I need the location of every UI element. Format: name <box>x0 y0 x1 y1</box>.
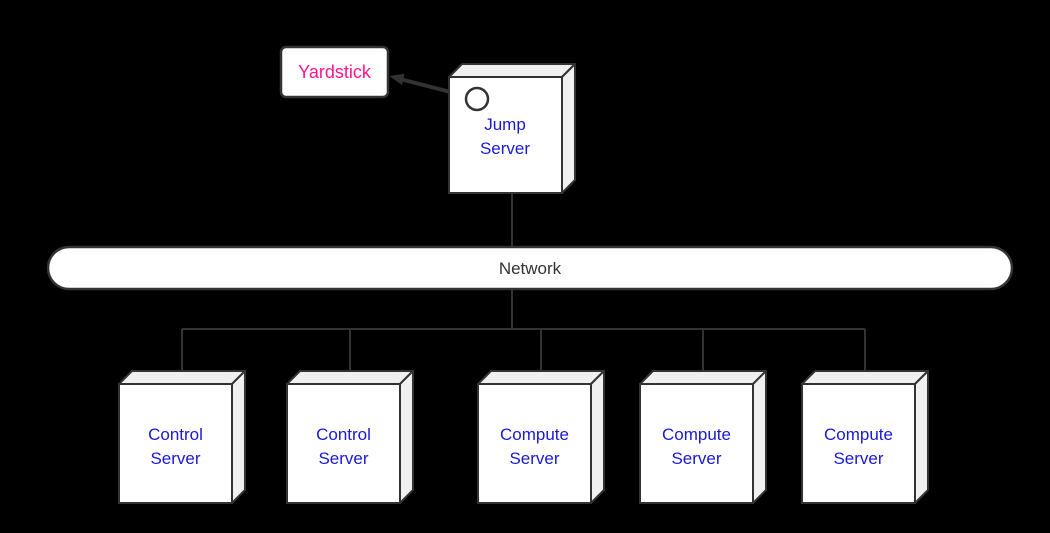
jump-server-node: Jump Server <box>448 63 576 194</box>
server-front-face <box>639 383 754 504</box>
server-label-line2: Server <box>671 449 721 468</box>
server-right-face <box>399 370 414 504</box>
yardstick-node: Yardstick <box>279 45 390 99</box>
server-label-line1: Compute <box>500 425 569 444</box>
server-right-face <box>590 370 605 504</box>
server-right-face <box>752 370 767 504</box>
server-front-face <box>286 383 401 504</box>
server-front-face <box>801 383 916 504</box>
network-bar <box>46 245 1014 291</box>
server-label-line2: Server <box>318 449 368 468</box>
compute-server-2-node: Compute Server <box>639 370 767 504</box>
server-label-line1: Control <box>316 425 371 444</box>
server-label-line1: Compute <box>662 425 731 444</box>
server-front-face <box>477 383 592 504</box>
server-right-face <box>914 370 929 504</box>
jump-server-right-face <box>561 63 576 194</box>
server-top-face <box>286 370 414 385</box>
arrow-head-icon <box>389 73 405 85</box>
server-top-face <box>118 370 246 385</box>
server-label-line1: Compute <box>824 425 893 444</box>
jump-server-port-icon <box>464 86 490 112</box>
jump-server-label-line1: Jump <box>484 115 526 134</box>
connectors <box>181 193 866 372</box>
server-label-line2: Server <box>833 449 883 468</box>
network-label: Network <box>499 259 562 278</box>
server-top-face <box>477 370 605 385</box>
yardstick-box <box>279 45 390 99</box>
server-front-face <box>118 383 233 504</box>
server-label-line2: Server <box>509 449 559 468</box>
control-server-2-node: Control Server <box>286 370 414 504</box>
server-label-line2: Server <box>150 449 200 468</box>
control-server-1-node: Control Server <box>118 370 246 504</box>
compute-server-3-node: Compute Server <box>801 370 929 504</box>
server-top-face <box>639 370 767 385</box>
jump-server-label-line2: Server <box>480 139 530 158</box>
compute-server-1-node: Compute Server <box>477 370 605 504</box>
yardstick-label: Yardstick <box>298 62 372 82</box>
server-label-line1: Control <box>148 425 203 444</box>
jump-server-top-face <box>448 63 576 78</box>
network-node: Network <box>46 245 1014 291</box>
server-right-face <box>231 370 246 504</box>
server-top-face <box>801 370 929 385</box>
